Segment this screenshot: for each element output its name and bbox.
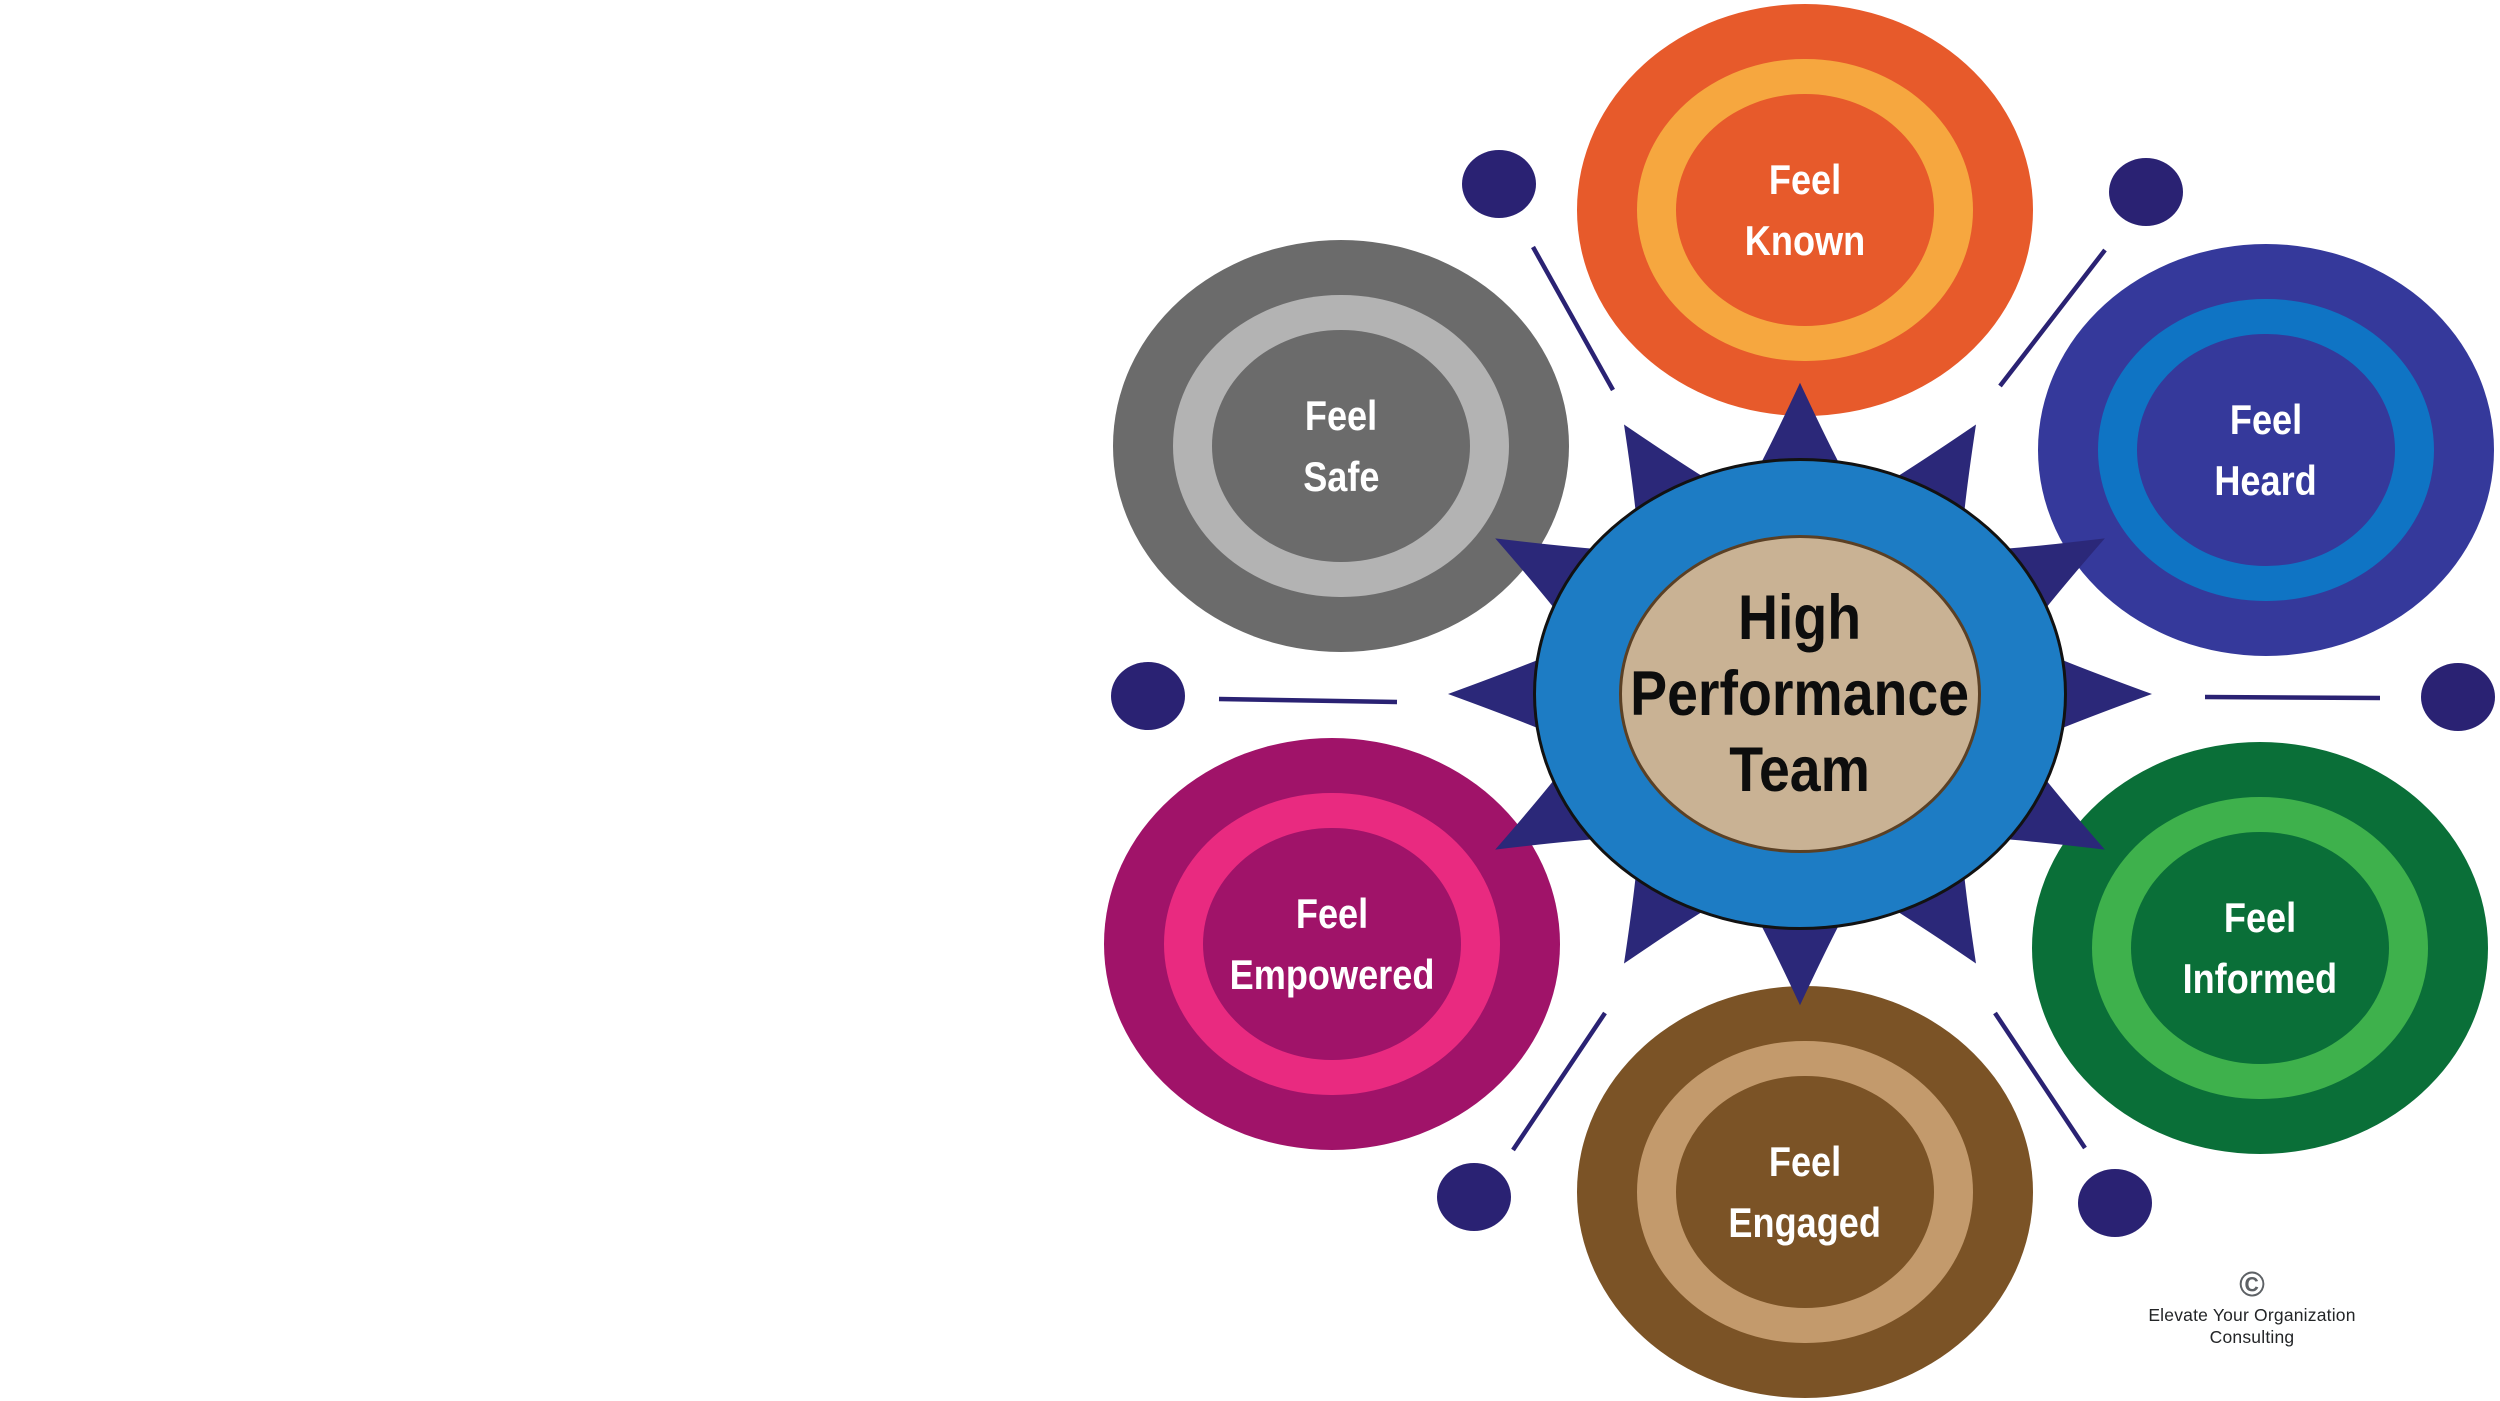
credit-text: Consulting — [2209, 1327, 2295, 1347]
node-feel-heard-label-line: Heard — [2214, 456, 2318, 504]
node-feel-engaged-label-line: Engaged — [1728, 1198, 1882, 1246]
node-feel-informed-inner — [2131, 831, 2389, 1065]
connector-dot — [1111, 662, 1185, 730]
connector-dot — [2421, 663, 2495, 731]
node-feel-empowered-inner — [1203, 827, 1461, 1061]
credit-text: Elevate Your Organization — [2148, 1305, 2356, 1325]
node-feel-safe-label-line: Feel — [1304, 391, 1378, 439]
copyright-icon: © — [2239, 1265, 2265, 1304]
node-feel-known-label-line: Known — [1744, 216, 1866, 264]
node-feel-informed-label-line: Informed — [2182, 954, 2338, 1002]
node-feel-engaged-inner — [1676, 1075, 1934, 1309]
connector-line — [1218, 696, 1398, 705]
connector-dot — [2078, 1169, 2152, 1237]
node-feel-engaged-label-line: Feel — [1768, 1137, 1842, 1185]
hub-title-line: High — [1738, 583, 1862, 653]
node-feel-empowered-label-line: Empowered — [1229, 950, 1435, 998]
hub-title-line: Team — [1729, 735, 1871, 805]
node-feel-informed-label-line: Feel — [2223, 893, 2297, 941]
connector-dot — [1437, 1163, 1511, 1231]
node-feel-heard-inner — [2137, 333, 2395, 567]
node-feel-known-inner — [1676, 93, 1934, 327]
connector-dot — [1462, 150, 1536, 218]
node-feel-empowered-label-line: Feel — [1295, 889, 1369, 937]
node-feel-safe-inner — [1212, 329, 1470, 563]
node-feel-safe-label-line: Safe — [1302, 452, 1380, 500]
node-feel-heard-label-line: Feel — [2229, 395, 2303, 443]
hub-title-line: Performance — [1630, 659, 1970, 729]
connector-dot — [2109, 158, 2183, 226]
connector-line — [2204, 694, 2381, 701]
node-feel-known-label-line: Feel — [1768, 155, 1842, 203]
